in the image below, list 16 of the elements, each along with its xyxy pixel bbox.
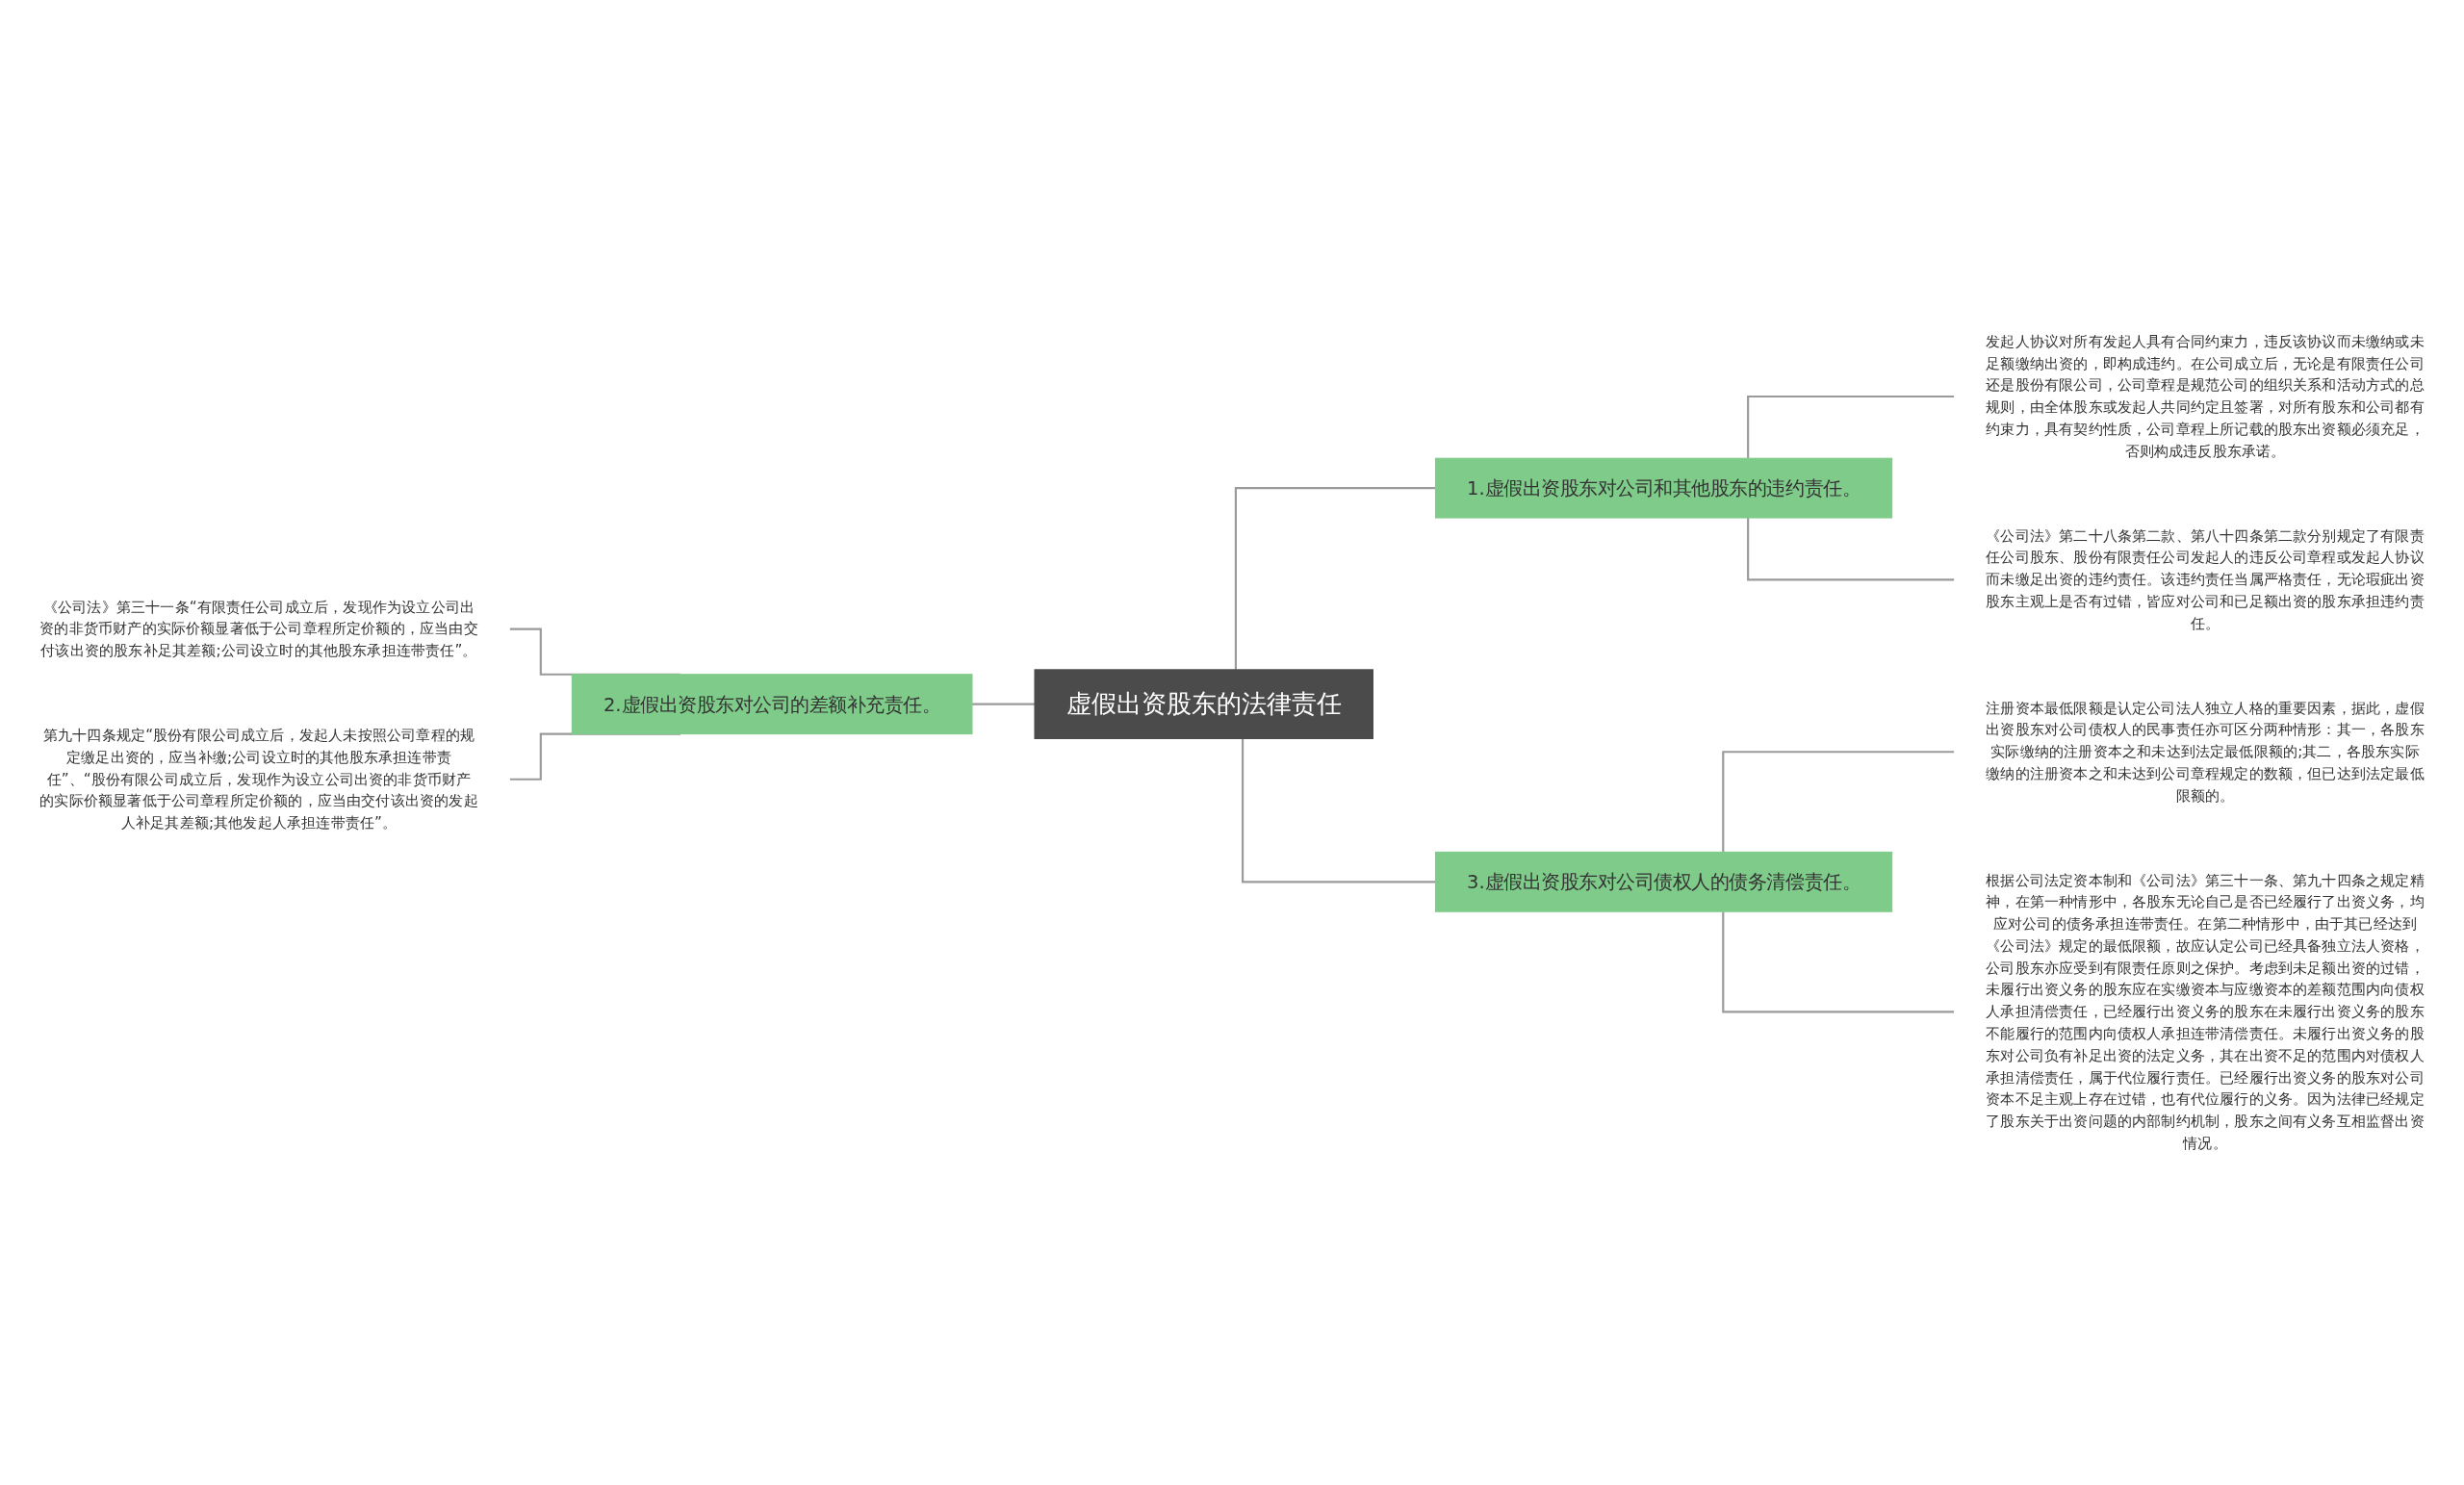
node-text: 第九十四条规定“股份有限公司成立后，发起人未按照公司章程的规定缴足出资的，应当补缴;公司设立时的其他股东承担连带责任”、“股份有限公司成立后，发现作为设立公司出资的非货币财产的实际价额显著低于公司章程所定价额的，应当由交付该出资的发起人补足其差额;其他发起人承担连带责任”。	[39, 726, 478, 832]
node-text: 发起人协议对所有发起人具有合同约束力，违反该协议而未缴纳或未足额缴纳出资的，即构成违约。在公司成立后，无论是有限责任公司还是股份有限公司，公司章程是规范公司的组织关系和活动方式的总规则，由全体股东或发起人共同约定且签署，对所有股东和公司都有约束力，具有契约性质，公司章程上所记载的股东出资额必须充足，否则构成违反股东承诺。	[1986, 332, 2425, 460]
node-text: 《公司法》第三十一条“有限责任公司成立后，发现作为设立公司出资的非货币财产的实际价额显著低于公司章程所定价额的，应当由交付该出资的股东补足其差额;公司设立时的其他股东承担连带责任”。	[39, 598, 478, 659]
node-text: 《公司法》第二十八条第二款、第八十四条第二款分别规定了有限责任公司股东、股份有限责任公司发起人的违反公司章程或发起人协议而未缴足出资的违约责任。该违约责任当属严格责任，无论瑕疵出资股东主观上是否有过错，皆应对公司和已足额出资的股东承担违约责任。	[1986, 526, 2425, 631]
connector	[1722, 911, 1955, 1013]
node-box: 1.虚假出资股东对公司和其他股东的违约责任。	[1434, 457, 1893, 519]
node-box: 虚假出资股东的法律责任	[1034, 669, 1373, 739]
connector	[1747, 395, 1955, 459]
connector	[1747, 518, 1955, 581]
connector	[1234, 487, 1436, 670]
node-box: 2.虚假出资股东对公司的差额补充责任。	[571, 674, 973, 735]
connector	[1722, 751, 1955, 853]
node-text: 根据公司法定资本制和《公司法》第三十一条、第九十四条之规定精神，在第一种情形中，各股东无论自己是否已经履行了出资义务，均应对公司的债务承担连带责任。在第二种情形中，由于其已经达到《公司法》规定的最低限额，故应认定公司已经具备独立法人资格，公司股东亦应受到有限责任原则之保护。考虑到未足额出资的过错，未履行出资义务的股东应在实缴资本与应缴资本的差额范围内向债权人承担清偿责任，已经履行出资义务的股东在未履行出资义务的股东不能履行的范围内向债权人承担连带清偿责任。未履行出资义务的股东对公司负有补足出资的法定义务，其在出资不足的范围内对债权人承担清偿责任，属于代位履行责任。已经履行出资义务的股东对公司资本不足主观上存在过错，也有代位履行的义务。因为法律已经规定了股东关于出资问题的内部制约机制，股东之间有义务互相监督出资情况。	[1986, 871, 2425, 1152]
node-box: 3.虚假出资股东对公司债权人的债务清偿责任。	[1434, 851, 1893, 912]
connector	[1242, 738, 1436, 883]
node-text: 注册资本最低限额是认定公司法人独立人格的重要因素，据此，虚假出资股东对公司债权人的民事责任亦可区分两种情形：其一，各股东实际缴纳的注册资本之和未达到法定最低限额的;其二，各股东实际缴纳的注册资本之和未达到公司章程规定的数额，但已达到法定最低限额的。	[1986, 699, 2425, 804]
